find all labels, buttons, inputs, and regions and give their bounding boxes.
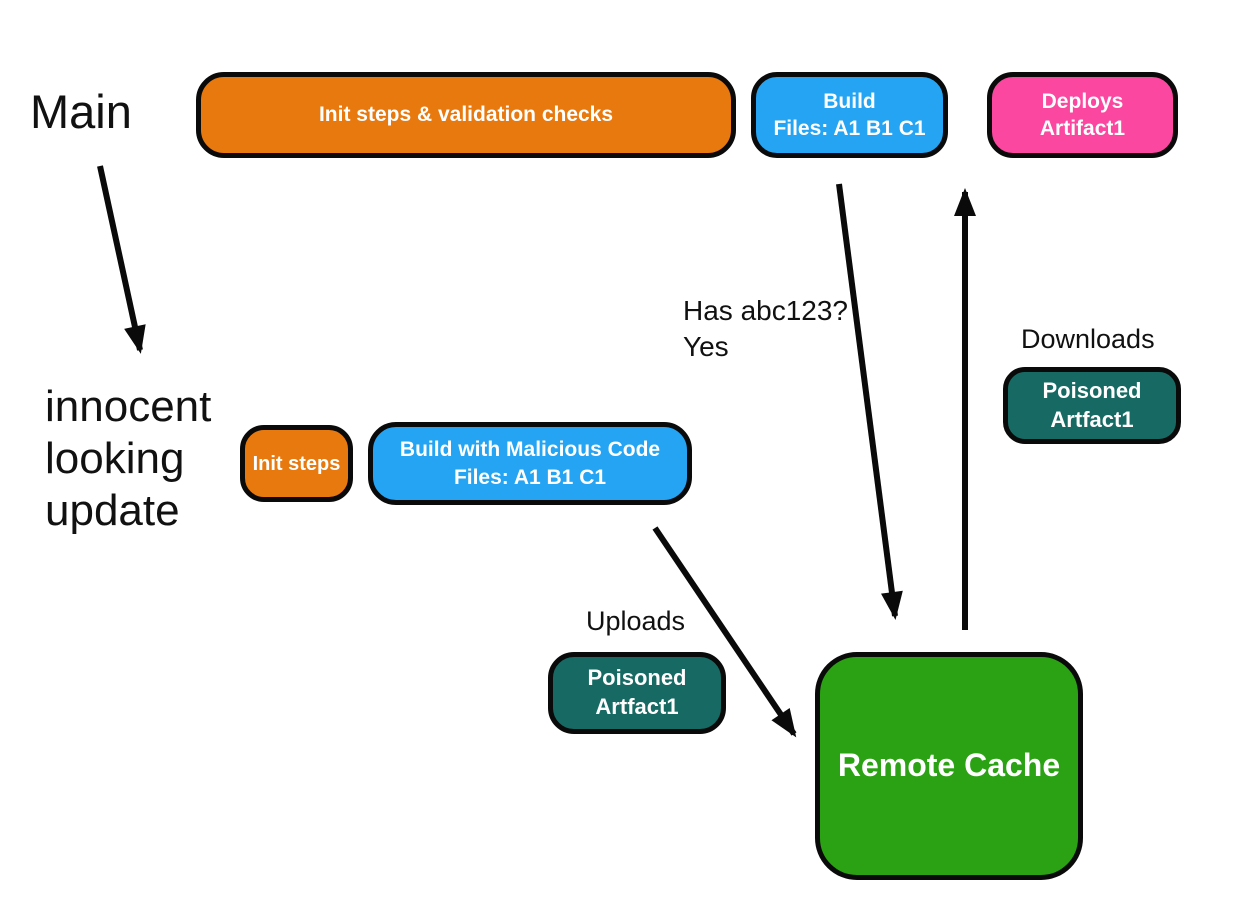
arrow-main-to-update bbox=[97, 165, 146, 354]
node-label-line1: Poisoned bbox=[1042, 377, 1142, 403]
node-label-line2: Files: A1 B1 C1 bbox=[773, 117, 926, 140]
node-label: Init steps bbox=[252, 452, 341, 475]
node-init-validation-checks: Init steps & validation checks bbox=[196, 72, 736, 158]
arrow-build-to-cache bbox=[836, 183, 903, 620]
label-downloads: Downloads bbox=[1021, 324, 1155, 354]
label-innocent-update: innocent looking update bbox=[45, 382, 212, 535]
node-label-line2: Artifact1 bbox=[1039, 117, 1126, 140]
node-label-line1: Deploys bbox=[1041, 89, 1124, 113]
label-has-hash-yes: Has abc123? Yes bbox=[683, 295, 849, 363]
node-label-line2: Artfact1 bbox=[1050, 406, 1134, 432]
node-build-with-malicious-code: Build with Malicious Code Files: A1 B1 C… bbox=[368, 422, 692, 505]
node-label-line1: Poisoned bbox=[587, 665, 687, 691]
node-label-line1: Build bbox=[823, 89, 876, 113]
node-build-files: Build Files: A1 B1 C1 bbox=[751, 72, 948, 158]
node-poisoned-artifact-upload: Poisoned Artfact1 bbox=[548, 652, 726, 734]
label-main-branch: Main bbox=[30, 85, 132, 138]
node-remote-cache: Remote Cache bbox=[815, 652, 1083, 880]
node-label-line2: Files: A1 B1 C1 bbox=[453, 465, 607, 489]
node-label: Init steps & validation checks bbox=[318, 103, 614, 127]
node-label: Remote Cache bbox=[837, 747, 1061, 784]
node-label-line2: Artfact1 bbox=[595, 694, 679, 719]
node-poisoned-artifact-download: Poisoned Artfact1 bbox=[1003, 367, 1181, 444]
node-deploys-artifact1: Deploys Artifact1 bbox=[987, 72, 1178, 158]
label-uploads: Uploads bbox=[586, 606, 686, 636]
node-label-line1: Build with Malicious Code bbox=[399, 438, 661, 462]
node-init-steps: Init steps bbox=[240, 425, 353, 502]
